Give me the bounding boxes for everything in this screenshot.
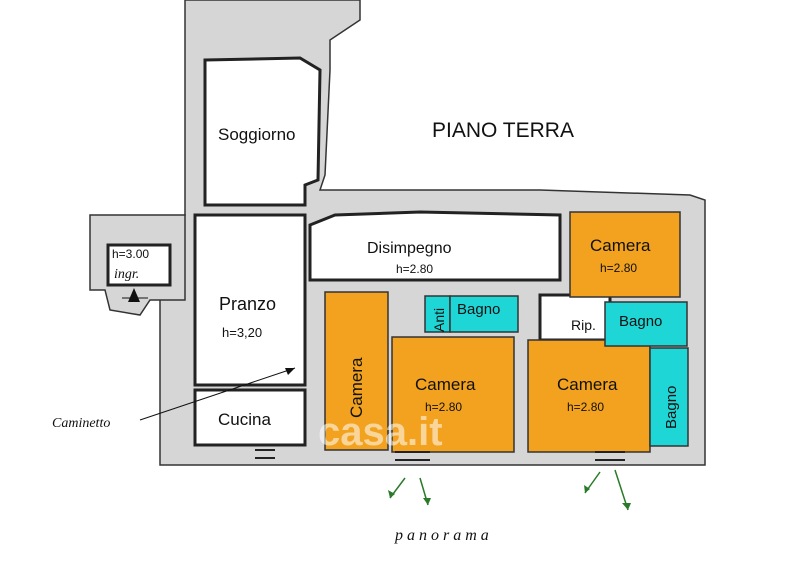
window-marks	[255, 449, 625, 461]
camera-right-room	[527, 339, 651, 453]
anti-room	[424, 295, 451, 333]
camera-vertical-room	[324, 291, 389, 451]
rip-label: Rip.	[571, 317, 596, 333]
entrance-label: ingr.	[114, 267, 139, 282]
camera-top-right-room	[569, 211, 681, 298]
plan-title: PIANO TERRA	[432, 119, 574, 142]
camera-vertical-label: Camera	[347, 357, 366, 418]
pranzo-height: h=3,20	[222, 325, 262, 340]
caminetto-leader	[139, 367, 296, 421]
soggiorno-label: Soggiorno	[218, 125, 296, 144]
bagno-center-label: Bagno	[457, 301, 500, 318]
caminetto-label: Caminetto	[52, 416, 110, 431]
disimpegno-label: Disimpegno	[367, 240, 452, 257]
cucina-area	[193, 388, 307, 447]
anti-label: Anti	[431, 308, 447, 332]
bagno-center-room	[449, 295, 519, 333]
disimpegno-height: h=2.80	[396, 262, 433, 276]
camera-center-label: Camera	[415, 375, 476, 394]
bagno-right-vertical-room	[649, 347, 689, 447]
camera-center-room	[391, 336, 515, 453]
panorama-label: p a n o r a m a	[394, 527, 489, 544]
bagno-right-vertical-label: Bagno	[663, 386, 680, 429]
panorama-arrows	[388, 469, 631, 511]
pranzo-label: Pranzo	[219, 294, 276, 314]
bagno-right-top-label: Bagno	[619, 313, 662, 330]
camera-top-right-height: h=2.80	[600, 261, 637, 275]
pranzo-area	[193, 213, 307, 387]
watermark: casa.it	[318, 410, 443, 454]
soggiorno-area	[203, 56, 322, 207]
entrance-area	[106, 243, 172, 287]
camera-right-height: h=2.80	[567, 400, 604, 414]
disimpegno-area	[308, 210, 562, 282]
entrance-height: h=3.00	[112, 247, 149, 261]
cucina-label: Cucina	[218, 410, 271, 429]
camera-top-right-label: Camera	[590, 236, 651, 255]
caminetto-arrowhead	[285, 368, 295, 375]
bagno-right-top-room	[604, 301, 688, 347]
camera-center-height: h=2.80	[425, 400, 462, 414]
entrance-marker	[122, 288, 148, 302]
camera-right-label: Camera	[557, 375, 618, 394]
